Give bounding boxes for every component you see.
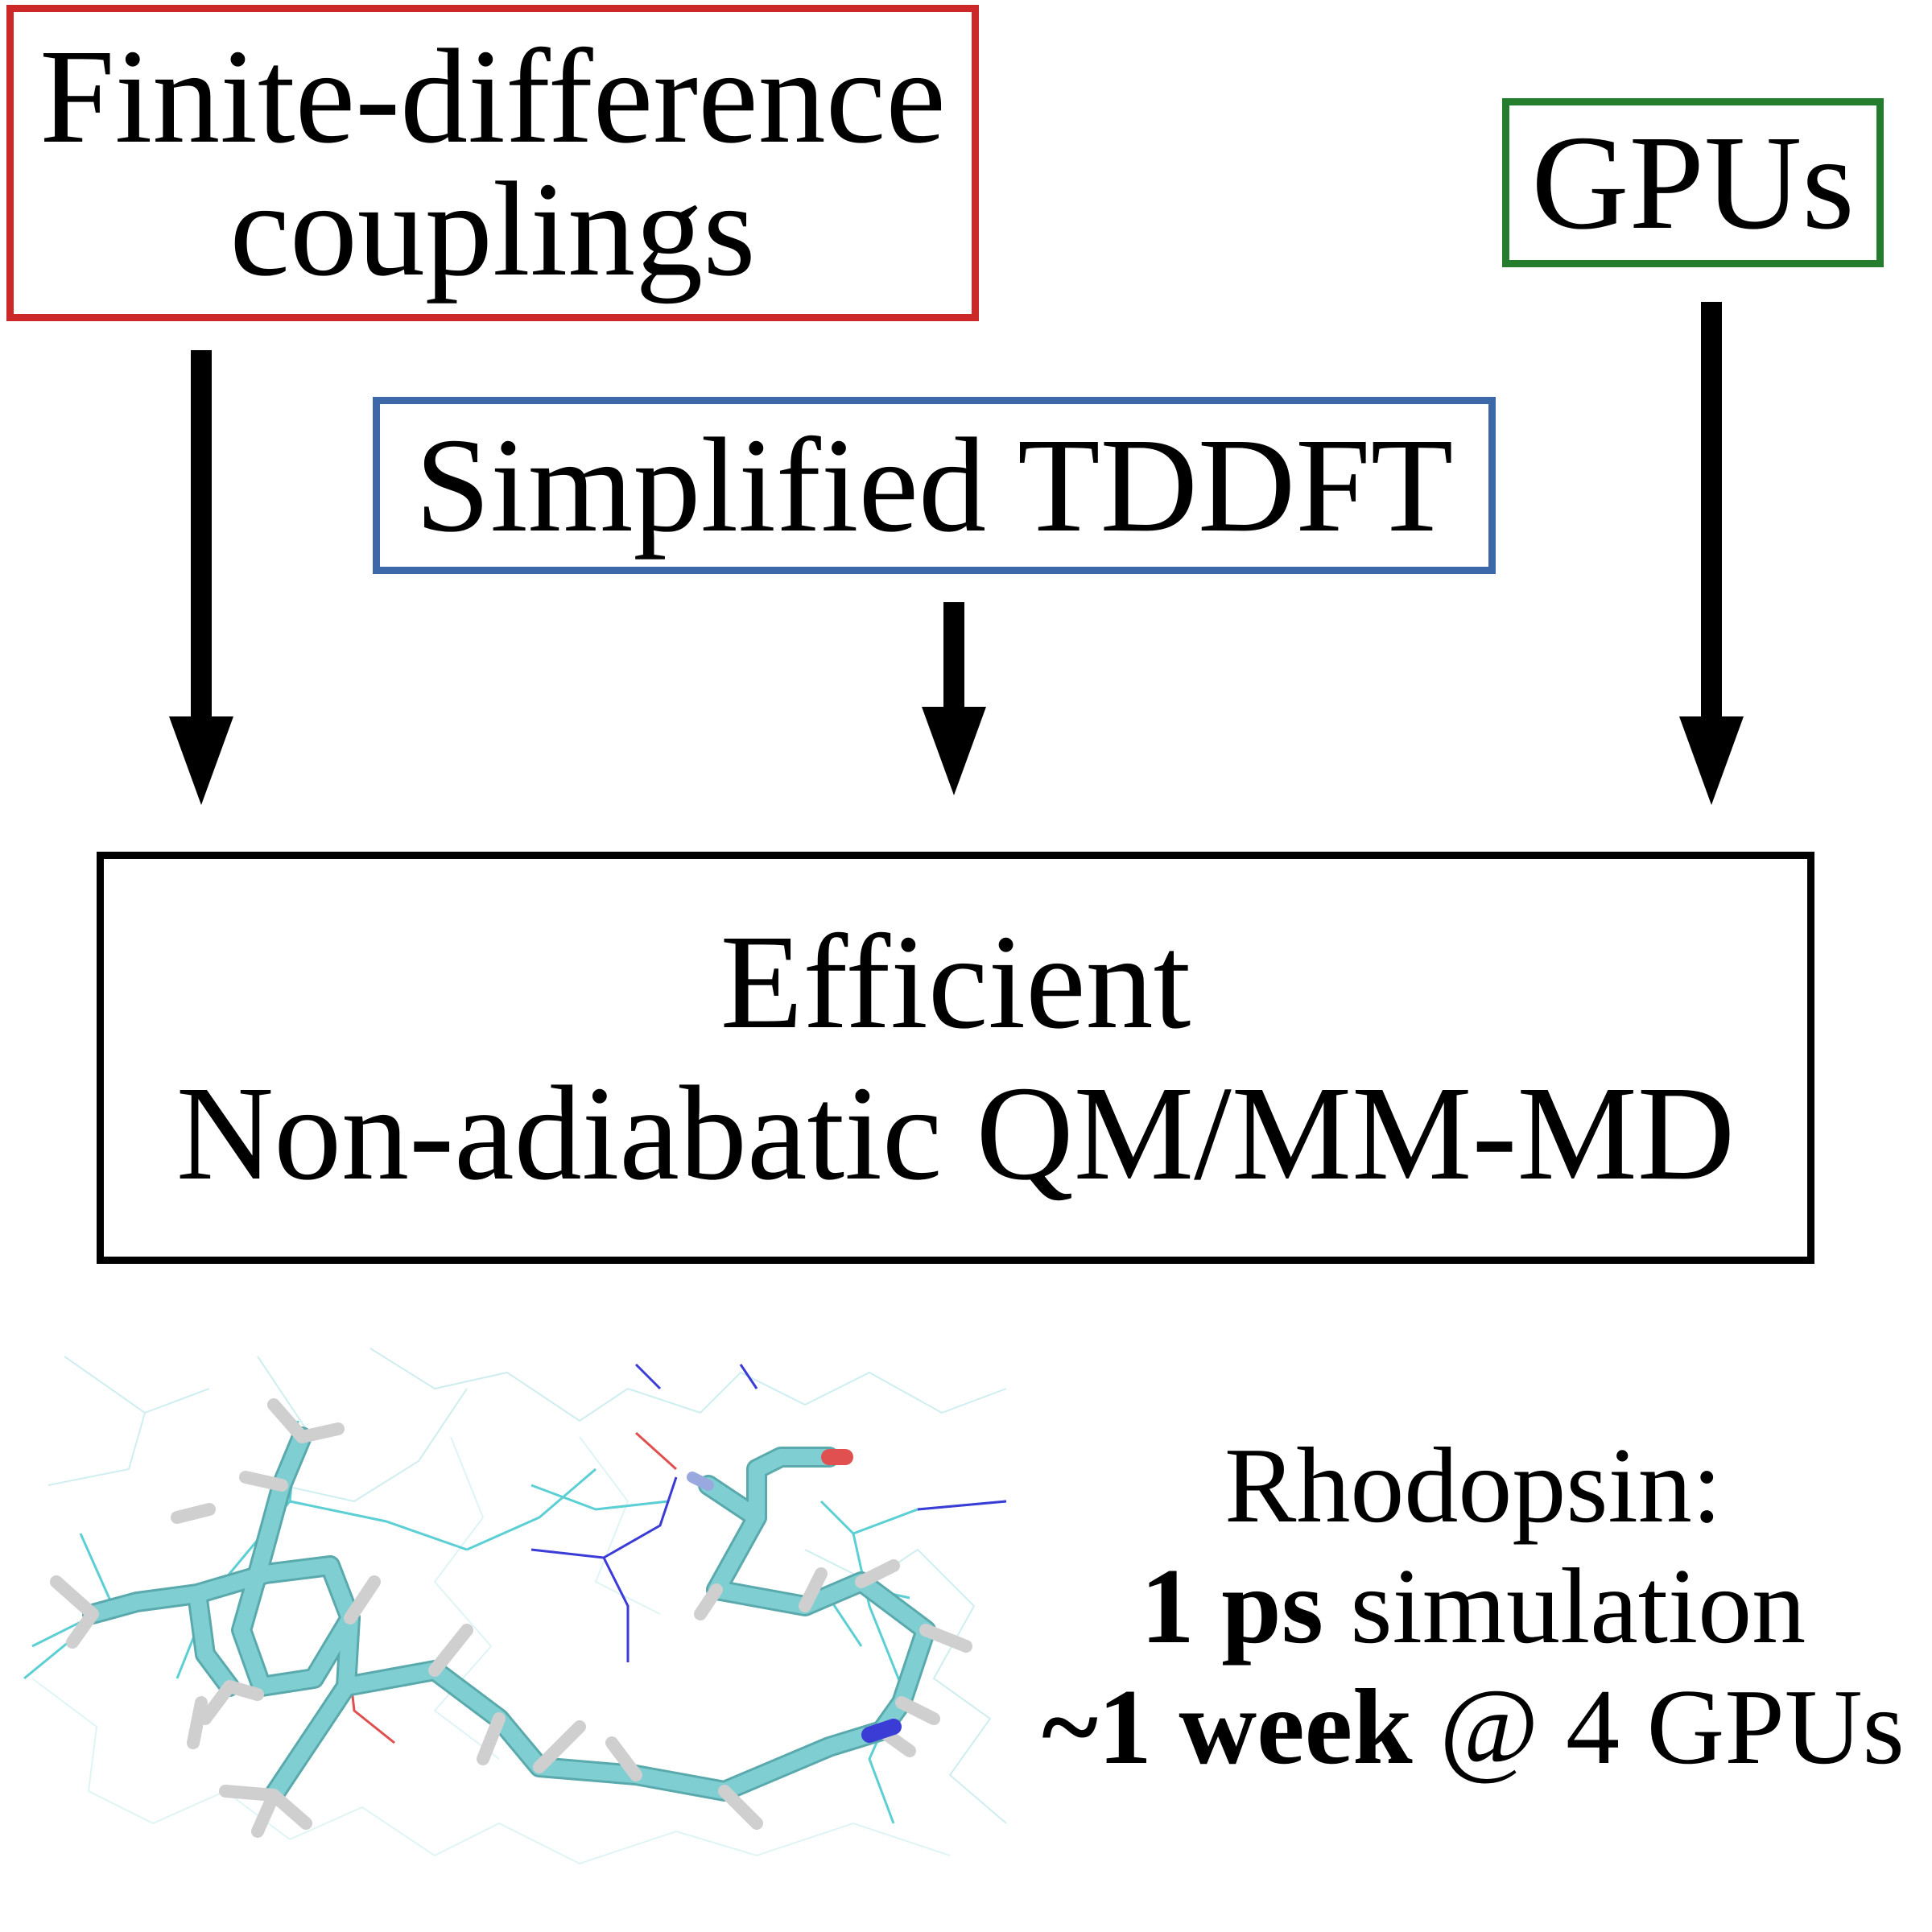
rhodopsin-molecule-icon xyxy=(23,1348,1007,1865)
rhodopsin-label: Rhodopsin: xyxy=(1224,1426,1722,1545)
retinal-sticks xyxy=(50,1398,972,1838)
duration-value: 1 ps xyxy=(1140,1546,1323,1666)
arrow-left-down xyxy=(169,350,233,805)
duration-line: 1 ps simulation xyxy=(1022,1546,1924,1666)
cost-text: @ 4 GPUs xyxy=(1412,1667,1905,1787)
gpus-box: GPUs xyxy=(1502,98,1884,267)
non-adiabatic-qmmm-md-label: Non-adiabatic QM/MM-MD xyxy=(175,1059,1736,1208)
couplings-label: couplings xyxy=(229,154,756,304)
efficient-label: Efficient xyxy=(720,906,1191,1057)
cost-value: ~1 week xyxy=(1042,1667,1413,1787)
duration-text: simulation xyxy=(1323,1546,1806,1666)
simplified-tddft-box: Simplified TDDFT xyxy=(373,397,1496,574)
efficient-qmmm-md-box: Efficient Non-adiabatic QM/MM-MD xyxy=(97,852,1814,1264)
arrow-right-down xyxy=(1679,302,1744,805)
finite-difference-couplings-box: Finite-difference couplings xyxy=(6,5,979,321)
gpus-label: GPUs xyxy=(1531,108,1855,258)
finite-difference-label: Finite-difference xyxy=(39,21,946,171)
arrow-center-down xyxy=(922,602,986,795)
cost-line: ~1 week @ 4 GPUs xyxy=(1022,1666,1924,1787)
simulation-summary: Rhodopsin: 1 ps simulation ~1 week @ 4 G… xyxy=(1022,1425,1924,1787)
simplified-tddft-label: Simplified TDDFT xyxy=(415,411,1454,560)
